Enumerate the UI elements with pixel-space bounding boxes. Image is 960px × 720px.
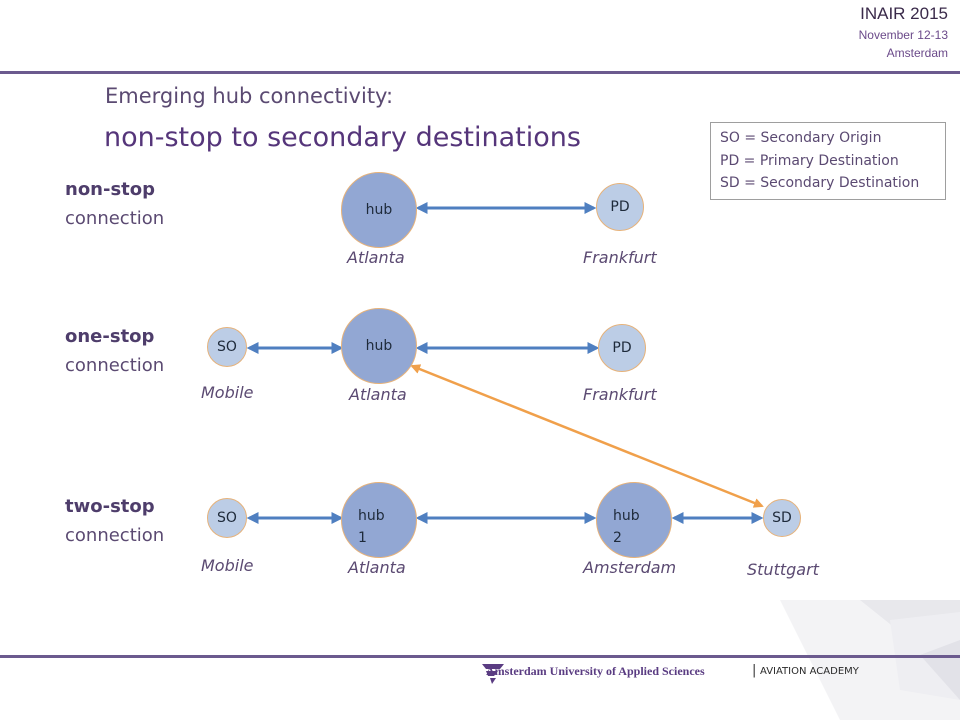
city-ts-so: Mobile: [201, 556, 254, 575]
city-os-so: Mobile: [201, 383, 254, 402]
footer-separator: |: [752, 663, 757, 678]
legend-box: SO = Secondary Origin PD = Primary Desti…: [710, 122, 946, 200]
legend-item-pd: PD = Primary Destination: [720, 152, 899, 169]
city-ts-sd: Stuttgart: [747, 560, 819, 579]
row-label-non-stop-text: connection: [65, 208, 165, 229]
city-ns-hub: Atlanta: [347, 248, 405, 267]
footer-rule: [0, 655, 960, 658]
node-ts-sd: SD: [763, 499, 801, 537]
city-ts-hub2: Amsterdam: [583, 558, 677, 577]
arrow-hub-to-sd-direct: [410, 364, 764, 508]
legend-item-sd: SD = Secondary Destination: [720, 175, 920, 191]
row-label-one-stop-bold: one-stop: [65, 326, 155, 347]
footer-academy: AVIATION ACADEMY: [760, 666, 859, 677]
footer-institution: Amsterdam University of Applied Sciences: [486, 664, 705, 678]
node-ts-hub1: hub 1: [341, 482, 417, 558]
row-label-two-stop: two-stop connection: [65, 492, 164, 550]
slide-subtitle: Emerging hub connectivity:: [105, 84, 394, 108]
city-ns-pd: Frankfurt: [583, 248, 657, 267]
node-ns-pd: PD: [596, 183, 644, 231]
row-label-non-stop-bold: non-stop: [65, 179, 156, 200]
header-rule: [0, 71, 960, 74]
legend-item-so: SO = Secondary Origin: [720, 130, 882, 146]
conference-title: INAIR 2015: [860, 4, 948, 23]
node-os-so: SO: [207, 327, 247, 367]
slide-title: non-stop to secondary destinations: [104, 122, 581, 153]
node-ts-hub2: hub 2: [596, 482, 672, 558]
university-logo-icon: [482, 664, 504, 684]
node-ns-hub: hub: [341, 172, 417, 248]
node-ts-so: SO: [207, 498, 247, 538]
row-label-non-stop: non-stop connection: [65, 175, 164, 233]
city-os-hub: Atlanta: [349, 385, 407, 404]
node-os-pd: PD: [598, 324, 646, 372]
conference-city: Amsterdam: [886, 46, 948, 60]
row-label-one-stop-text: connection: [65, 355, 165, 376]
city-ts-hub1: Atlanta: [348, 558, 406, 577]
conference-date: November 12-13: [858, 28, 948, 42]
city-os-pd: Frankfurt: [583, 385, 657, 404]
row-label-two-stop-text: connection: [65, 525, 165, 546]
node-os-hub: hub: [341, 308, 417, 384]
row-label-two-stop-bold: two-stop: [65, 496, 155, 517]
row-label-one-stop: one-stop connection: [65, 322, 164, 380]
